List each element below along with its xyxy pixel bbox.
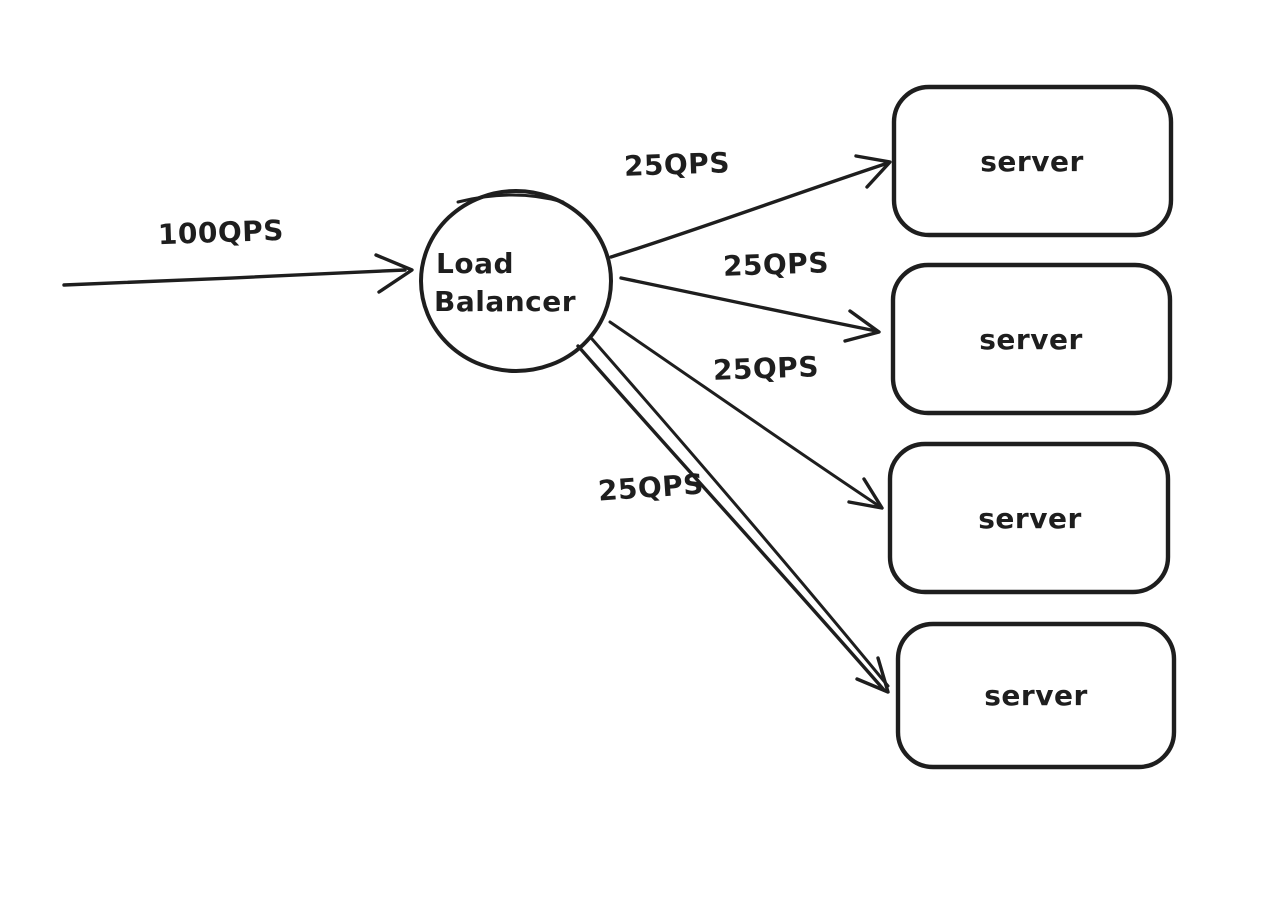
edge-to-server-4 <box>576 337 890 694</box>
edge-2-label: 25QPS <box>722 246 829 283</box>
load-balancer-node: Load Balancer <box>419 189 613 373</box>
incoming-arrow-head <box>374 253 414 294</box>
server-3-label: server <box>978 502 1082 535</box>
server-node-2: server <box>890 262 1173 416</box>
edge-3-arrow-head <box>847 477 884 510</box>
server-node-3: server <box>887 441 1171 595</box>
edge-to-server-3 <box>608 320 884 510</box>
server-2-box <box>890 262 1173 416</box>
edge-to-server-1 <box>609 154 892 259</box>
server-4-box <box>895 621 1177 770</box>
incoming-arrow-shaft <box>62 268 407 287</box>
load-balancer-label-line1: Load <box>436 247 514 280</box>
load-balancer-label-line2: Balancer <box>434 285 576 318</box>
edge-to-server-2 <box>619 276 881 343</box>
server-1-label: server <box>980 145 1084 178</box>
edge-4-arrow-head <box>855 656 890 694</box>
edge-1-label: 25QPS <box>623 146 730 183</box>
server-2-label: server <box>979 323 1083 356</box>
edge-4-label: 25QPS <box>597 467 705 507</box>
edge-2-shaft <box>619 276 878 333</box>
server-node-4: server <box>895 621 1177 770</box>
server-3-box <box>887 441 1171 595</box>
edge-4-shaft <box>576 344 886 692</box>
edge-3-shaft <box>608 320 881 508</box>
incoming-arrow-label: 100QPS <box>157 214 284 251</box>
server-4-label: server <box>984 679 1088 712</box>
edge-4-shaft-overlap <box>590 337 890 688</box>
edge-2-arrow-head <box>843 309 881 343</box>
edge-1-arrow-head <box>854 154 892 189</box>
edge-3-label: 25QPS <box>712 350 819 387</box>
server-1-box <box>891 84 1174 238</box>
load-balancer-sketch-overlap <box>456 193 565 204</box>
server-node-1: server <box>891 84 1174 238</box>
edge-1-shaft <box>609 161 890 259</box>
load-balancer-circle <box>419 189 613 373</box>
incoming-arrow <box>62 253 414 294</box>
